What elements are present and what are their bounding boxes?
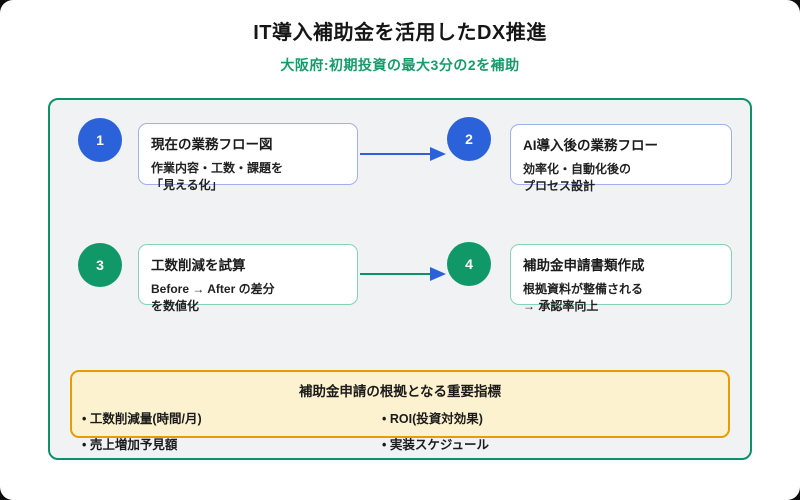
step-2-title: AI導入後の業務フロー: [523, 138, 658, 153]
step-3-title: 工数削減を試算: [151, 258, 246, 273]
step-3-number-badge: 3: [78, 243, 122, 287]
key-metrics-title: 補助金申請の根拠となる重要指標: [298, 384, 502, 399]
step-4-description: 根拠資料が整備される → 承認率向上: [523, 282, 644, 313]
step-1-card: 現在の業務フロー図 作業内容・工数・課題を 「見える化」: [138, 123, 358, 192]
metric-item-man-hour-reduction: 工数削減量(時間/月): [82, 406, 382, 432]
metric-item-roi: ROI(投資対効果): [382, 406, 712, 432]
step-3-description: Before → After の差分 を数値化: [151, 282, 275, 313]
step-2-description: 効率化・自動化後の プロセス設計: [523, 162, 632, 193]
arrow-shaft: [360, 272, 432, 275]
step-4-number: 4: [465, 256, 473, 272]
arrow-shaft: [360, 152, 432, 155]
step-1-number-badge: 1: [78, 118, 122, 162]
step-2-number-badge: 2: [447, 117, 491, 161]
page-subtitle: 大阪府:初期投資の最大3分の2を補助: [280, 57, 520, 73]
metric-item-sales-increase-forecast: 売上増加予見額: [82, 432, 382, 458]
page-title: IT導入補助金を活用したDX推進: [253, 22, 547, 44]
step-2-number: 2: [465, 131, 473, 147]
arrow-right-icon: [430, 267, 446, 281]
header: IT導入補助金を活用したDX推進 大阪府:初期投資の最大3分の2を補助: [0, 0, 800, 75]
step-1-description: 作業内容・工数・課題を 「見える化」: [151, 161, 284, 192]
step-3-number: 3: [96, 257, 104, 273]
step-1-number: 1: [96, 132, 104, 148]
key-metrics-panel: 補助金申請の根拠となる重要指標 工数削減量(時間/月) 売上増加予見額 ROI(…: [70, 370, 730, 452]
step-4-number-badge: 4: [447, 242, 491, 286]
step-1-title: 現在の業務フロー図: [151, 137, 273, 152]
step-4-card: 補助金申請書類作成 根拠資料が整備される → 承認率向上: [510, 244, 732, 313]
metric-item-implementation-schedule: 実装スケジュール: [382, 432, 712, 458]
step-4-title: 補助金申請書類作成: [523, 258, 645, 273]
arrow-right-icon: [430, 147, 446, 161]
key-metrics-list: 工数削減量(時間/月) 売上増加予見額 ROI(投資対効果) 実装スケジュール: [82, 406, 722, 458]
step-3-card: 工数削減を試算 Before → After の差分 を数値化: [138, 244, 358, 313]
process-diagram-panel: 1 現在の業務フロー図 作業内容・工数・課題を 「見える化」 2 AI導入後の業…: [48, 98, 752, 460]
step-2-card: AI導入後の業務フロー 効率化・自動化後の プロセス設計: [510, 124, 732, 193]
